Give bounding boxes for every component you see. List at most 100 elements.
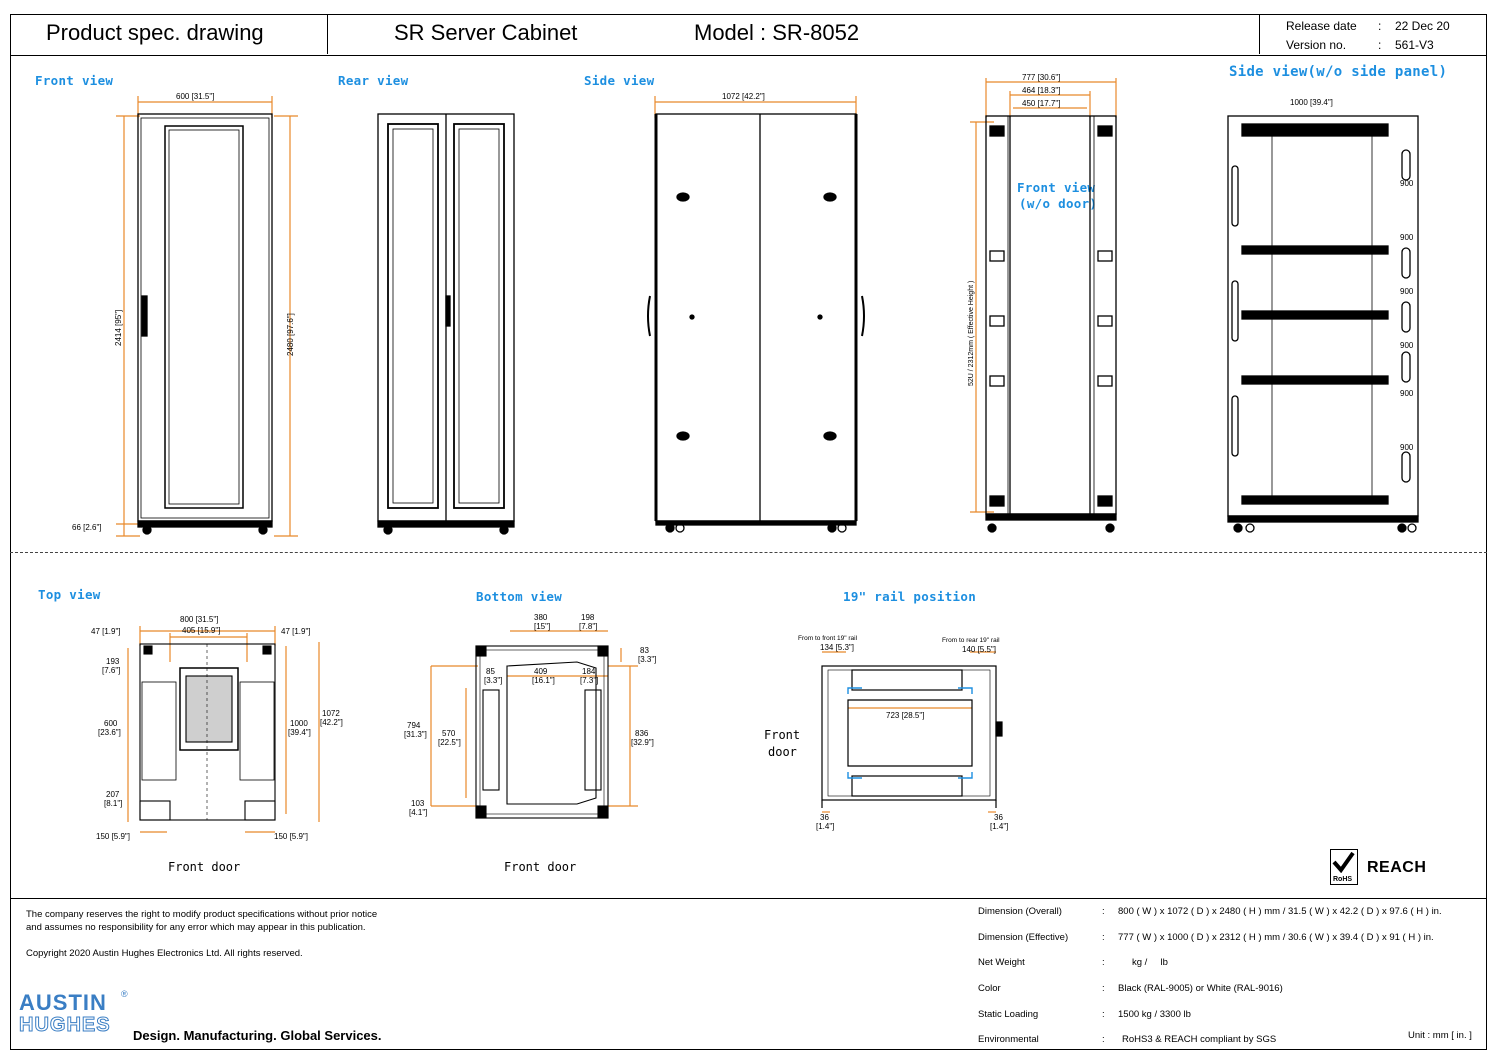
footer: The company reserves the right to modify…: [10, 898, 1487, 1050]
spec-value-color: Black (RAL-9005) or White (RAL-9016): [1118, 983, 1283, 994]
dim-front-height-overall: 2480 [97.6"]: [286, 313, 295, 356]
dim-900-c: 900: [1400, 287, 1414, 296]
dim-top-800: 800 [31.5"]: [180, 615, 218, 624]
dim-top-47b: 47 [1.9"]: [281, 627, 311, 636]
dim-900-f: 900: [1400, 443, 1414, 452]
dim-bot-794: 794: [407, 721, 421, 730]
spec-colon-1: :: [1102, 906, 1105, 917]
dim-front-height-effective: 2414 [95"]: [114, 310, 123, 346]
side-view-wo-panel-label: Side view(w/o side panel): [1229, 64, 1448, 80]
rail-front-door-1: Front: [764, 728, 801, 742]
section-divider: [10, 552, 1487, 553]
dim-bot-103: 103: [411, 799, 425, 808]
dim-bot-83-in: [3.3"]: [638, 655, 656, 664]
spec-label-net-weight: Net Weight: [978, 957, 1025, 968]
dim-front-width: 600 [31.5"]: [176, 92, 214, 101]
rail-rear-label: From to rear 19" rail: [942, 637, 1000, 644]
dim-side-wo-panel-depth: 1000 [39.4"]: [1290, 98, 1333, 107]
dim-top-207: 207: [106, 790, 120, 799]
dim-900-b: 900: [1400, 233, 1414, 242]
dim-bot-570: 570: [442, 729, 456, 738]
dim-top-193-in: [7.6"]: [102, 666, 120, 675]
spec-value-dimension-overall: 800 ( W ) x 1072 ( D ) x 2480 ( H ) mm /…: [1118, 906, 1442, 917]
spec-label-static-loading: Static Loading: [978, 1009, 1039, 1020]
top-view-label: Top view: [38, 587, 101, 602]
dim-effective-height: 52U / 2312mm ( Effective Height ): [968, 281, 975, 386]
dim-bot-83: 83: [640, 646, 649, 655]
spec-label-dimension-overall: Dimension (Overall): [978, 906, 1062, 917]
side-view-label: Side view: [584, 73, 655, 88]
dim-top-600: 600: [104, 719, 118, 728]
rail-front-label: From to front 19" rail: [798, 635, 858, 642]
dim-bot-380-in: [15"]: [534, 622, 550, 631]
dim-bot-184: 184: [582, 667, 596, 676]
spec-value-dimension-effective: 777 ( W ) x 1000 ( D ) x 2312 ( H ) mm /…: [1118, 932, 1434, 943]
dim-top-1072-in: [42.2"]: [320, 718, 343, 727]
spec-value-static-loading: 1500 kg / 3300 lb: [1118, 1009, 1191, 1020]
reach-label: REACH: [1367, 859, 1427, 876]
dim-top-1000: 1000: [290, 719, 308, 728]
dim-side-depth: 1072 [42.2"]: [722, 92, 765, 101]
product-cell: SR Server Cabinet Model : SR-8052: [328, 14, 1260, 54]
dim-bot-103-in: [4.1"]: [409, 808, 427, 817]
release-colon: :: [1378, 19, 1382, 33]
bottom-view-front-door: Front door: [504, 860, 577, 874]
spec-label-environmental: Environmental: [978, 1034, 1039, 1045]
dim-rail-140: 140 [5.5"]: [962, 645, 996, 654]
dim-777: 777 [30.6"]: [1022, 73, 1060, 82]
dim-rail-36a-in: [1.4"]: [816, 822, 834, 831]
spec-value-net-weight: kg / lb: [1132, 957, 1168, 968]
logo-hughes: HUGHES: [19, 1014, 111, 1037]
model-number: Model : SR-8052: [694, 20, 860, 45]
rear-view-label: Rear view: [338, 73, 409, 88]
dim-front-base: 66 [2.6"]: [72, 523, 102, 532]
unit-label: Unit : mm [ in. ]: [1408, 1030, 1472, 1041]
wo-door-label: (w/o door): [1019, 196, 1098, 211]
dim-900-d: 900: [1400, 341, 1414, 350]
dim-bot-409-in: [16.1"]: [532, 676, 555, 685]
dim-900-e: 900: [1400, 389, 1414, 398]
doc-type: Product spec. drawing: [46, 20, 264, 45]
dim-top-193: 193: [106, 657, 120, 666]
title-block: Product spec. drawing SR Server Cabinet …: [10, 14, 1487, 56]
logo-registered: ®: [121, 989, 128, 999]
dim-900-a: 900: [1400, 179, 1414, 188]
spec-colon-3: :: [1102, 957, 1105, 968]
product-name: SR Server Cabinet: [394, 20, 578, 45]
front-view-label: Front view: [35, 73, 114, 88]
dim-bot-794-in: [31.3"]: [404, 730, 427, 739]
rohs-badge: RoHS: [1330, 849, 1358, 885]
dim-bot-380: 380: [534, 613, 548, 622]
top-view-front-door: Front door: [168, 860, 241, 874]
disclaimer-line-1: The company reserves the right to modify…: [26, 909, 378, 920]
dim-bot-198-in: [7.8"]: [579, 622, 597, 631]
dim-top-207-in: [8.1"]: [104, 799, 122, 808]
drawing-frame: [10, 14, 1487, 1050]
bottom-view-label: Bottom view: [476, 589, 563, 604]
rail-position-label: 19" rail position: [843, 589, 977, 604]
version-number: 561-V3: [1395, 38, 1434, 52]
rail-front-door-2: door: [768, 745, 797, 759]
dim-top-600-in: [23.6"]: [98, 728, 121, 737]
dim-top-150a: 150 [5.9"]: [96, 832, 130, 841]
spec-colon-2: :: [1102, 932, 1105, 943]
technical-drawing: 600 [31.5"] 2414 [95"] 2480 [97.6"] 66 […: [72, 73, 1419, 841]
spec-value-environmental: RoHS3 & REACH compliant by SGS: [1122, 1034, 1277, 1045]
disclaimer-line-2: and assumes no responsibility for any er…: [26, 922, 366, 933]
tagline: Design. Manufacturing. Global Services.: [133, 1028, 382, 1043]
spec-label-color: Color: [978, 983, 1001, 994]
dim-top-150b: 150 [5.9"]: [274, 832, 308, 841]
release-date: 22 Dec 20: [1395, 19, 1450, 33]
dim-bot-85-in: [3.3"]: [484, 676, 502, 685]
dim-bot-184-in: [7.3"]: [580, 676, 598, 685]
check-icon: [1332, 851, 1355, 873]
dim-top-47a: 47 [1.9"]: [91, 627, 121, 636]
dim-rail-134: 134 [5.3"]: [820, 643, 854, 652]
dim-rail-36b: 36: [994, 813, 1003, 822]
dim-bot-836-in: [32.9"]: [631, 738, 654, 747]
spec-colon-6: :: [1102, 1034, 1105, 1045]
spec-colon-5: :: [1102, 1009, 1105, 1020]
dim-rail-36b-in: [1.4"]: [990, 822, 1008, 831]
dim-bot-570-in: [22.5"]: [438, 738, 461, 747]
dim-rail-36a: 36: [820, 813, 829, 822]
